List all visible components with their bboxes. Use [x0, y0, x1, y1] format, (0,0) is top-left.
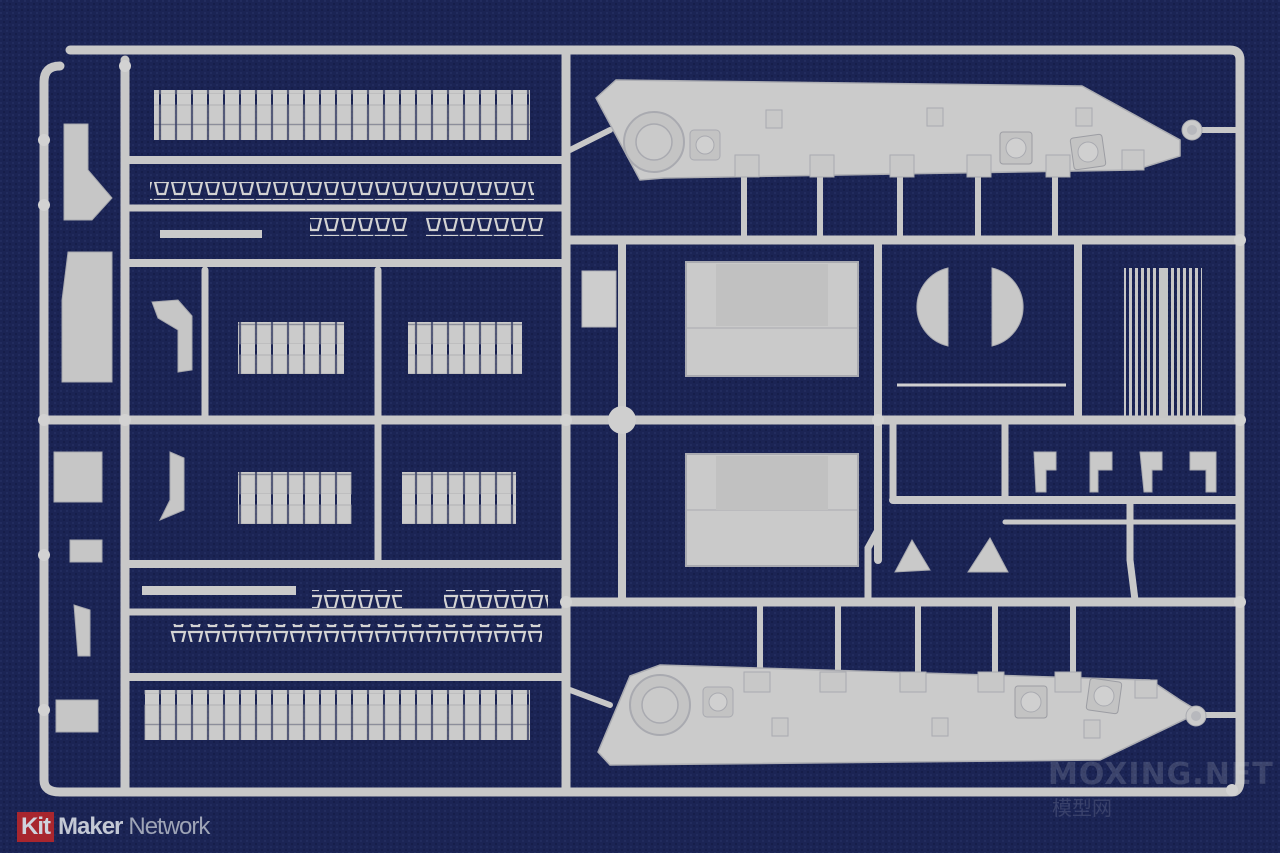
kitmaker-kit: Kit — [17, 812, 54, 842]
rear-panels — [581, 261, 859, 567]
guide-horn-strips — [142, 182, 548, 642]
track-runs — [144, 90, 530, 740]
hatch-halves — [916, 267, 1024, 347]
kitmaker-network: Network — [128, 813, 210, 840]
runner-nubs — [38, 60, 1246, 796]
moxing-watermark: MOXING.NET — [1048, 757, 1274, 792]
kitmaker-watermark: Kit Maker Network — [17, 812, 210, 842]
lower-hull-side — [597, 664, 1207, 766]
left-small-parts — [53, 123, 193, 733]
small-fittings — [894, 451, 1217, 573]
upper-hull-side — [595, 79, 1203, 181]
kitmaker-maker: Maker — [58, 813, 123, 840]
moxing-watermark-chinese: 模型网 — [1052, 796, 1112, 820]
